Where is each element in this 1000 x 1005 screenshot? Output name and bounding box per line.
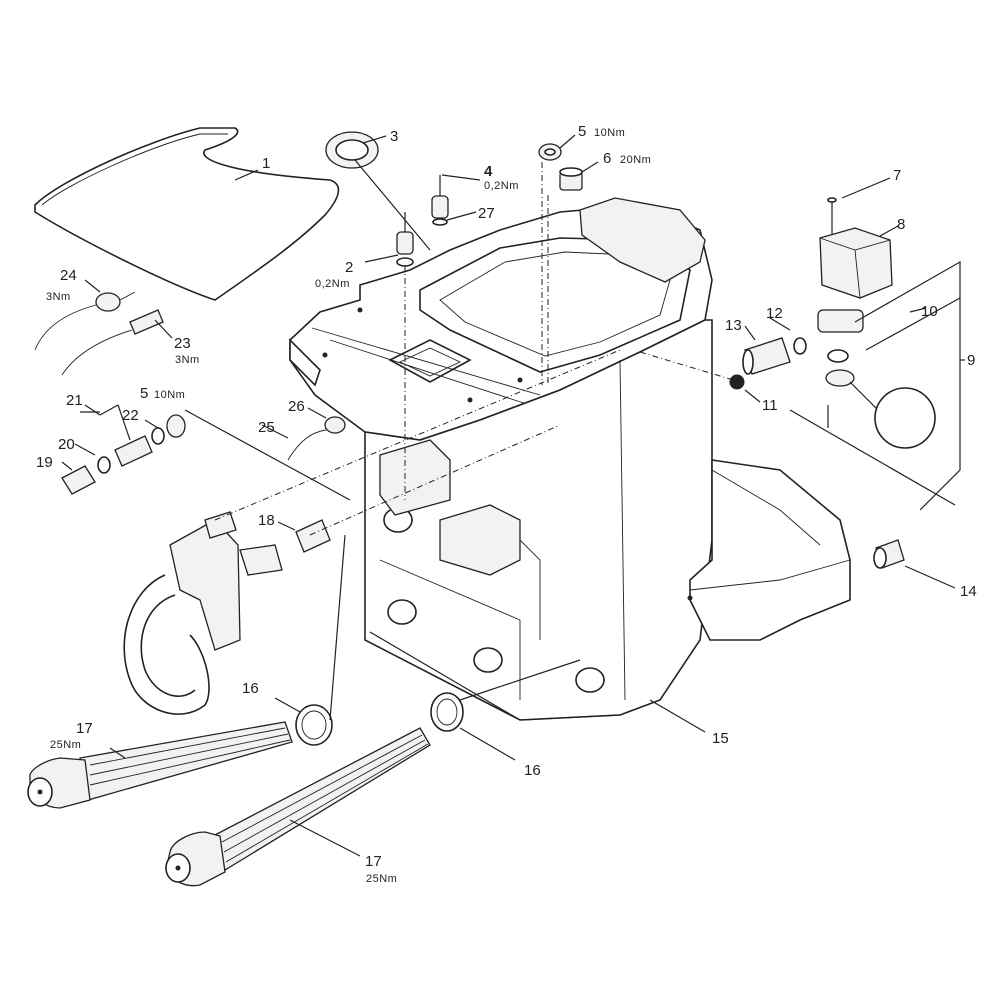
callout-18: 18 bbox=[258, 512, 275, 529]
callout-23: 23 bbox=[174, 335, 191, 352]
callout-17-upper-torque: 25Nm bbox=[50, 739, 81, 751]
oring-part-16-left bbox=[295, 704, 333, 746]
callout-5-left: 5 bbox=[140, 385, 148, 402]
plug-part-11 bbox=[729, 374, 745, 390]
callout-1: 1 bbox=[262, 155, 270, 172]
sensor-part-4 bbox=[431, 175, 449, 226]
callout-5-left-torque: 10Nm bbox=[154, 389, 185, 401]
callout-19: 19 bbox=[36, 454, 53, 471]
callout-25: 25 bbox=[258, 419, 275, 436]
callout-26: 26 bbox=[288, 398, 305, 415]
tank-body bbox=[289, 197, 851, 721]
fitting-part-21 bbox=[114, 435, 153, 467]
callout-23-torque: 3Nm bbox=[175, 354, 200, 366]
callout-27: 27 bbox=[478, 205, 495, 222]
callout-24: 24 bbox=[60, 267, 77, 284]
oring-part-22 bbox=[151, 427, 165, 445]
sensor-part-23 bbox=[61, 309, 164, 376]
callout-22: 22 bbox=[122, 407, 139, 424]
callout-5-top-torque: 10Nm bbox=[594, 127, 625, 139]
callout-4-torque: 0,2Nm bbox=[484, 180, 519, 192]
grommet-part bbox=[325, 131, 379, 169]
callout-21: 21 bbox=[66, 392, 83, 409]
callout-15: 15 bbox=[712, 730, 729, 747]
callout-16-right: 16 bbox=[524, 762, 541, 779]
element-part-19 bbox=[61, 465, 96, 495]
valve-body-part-10 bbox=[817, 309, 864, 387]
nut-part-5-top bbox=[538, 143, 562, 161]
leader-lines bbox=[61, 134, 965, 857]
callout-6: 6 bbox=[603, 150, 611, 167]
washer-part-20 bbox=[97, 456, 111, 474]
fitting-part-14 bbox=[873, 539, 905, 569]
solenoid-coil-part-8 bbox=[819, 227, 893, 299]
callout-17-lower: 17 bbox=[365, 853, 382, 870]
gasket-sheet bbox=[34, 127, 340, 301]
heating-element-part-17-upper bbox=[27, 721, 293, 809]
callout-3: 3 bbox=[390, 128, 398, 145]
oring-part-12 bbox=[793, 337, 807, 355]
sensor-part-24 bbox=[34, 291, 136, 351]
callout-17-upper: 17 bbox=[76, 720, 93, 737]
callout-8: 8 bbox=[897, 216, 905, 233]
callout-12: 12 bbox=[766, 305, 783, 322]
callout-2-torque: 0,2Nm bbox=[315, 278, 350, 290]
callout-4: 4 bbox=[484, 163, 493, 180]
callout-2: 2 bbox=[345, 259, 353, 276]
callout-14: 14 bbox=[960, 583, 977, 600]
callout-6-torque: 20Nm bbox=[620, 154, 651, 166]
oring-part-16-right bbox=[430, 692, 464, 732]
float-part-9 bbox=[827, 381, 936, 449]
callout-10: 10 bbox=[921, 303, 938, 320]
callout-labels: 1 2 0,2Nm 3 4 0,2Nm 5 10Nm 5 10Nm 6 20Nm… bbox=[36, 123, 977, 885]
fitting-part-18 bbox=[295, 519, 331, 553]
callout-7: 7 bbox=[893, 167, 901, 184]
fitting-part-6 bbox=[559, 167, 583, 191]
heating-element-part-17-lower bbox=[165, 727, 431, 887]
pipe-assembly bbox=[123, 511, 283, 715]
connector-part-13 bbox=[742, 337, 791, 375]
callout-13: 13 bbox=[725, 317, 742, 334]
hose-part-25 bbox=[287, 429, 327, 461]
callout-24-torque: 3Nm bbox=[46, 291, 71, 303]
callout-11: 11 bbox=[762, 397, 778, 414]
nut-part-5-left bbox=[166, 414, 186, 438]
callout-20: 20 bbox=[58, 436, 75, 453]
fitting-part-26 bbox=[324, 416, 346, 434]
callout-16-left: 16 bbox=[242, 680, 259, 697]
callout-5-top: 5 bbox=[578, 123, 586, 140]
callout-17-lower-torque: 25Nm bbox=[366, 873, 397, 885]
callout-9: 9 bbox=[967, 352, 975, 369]
